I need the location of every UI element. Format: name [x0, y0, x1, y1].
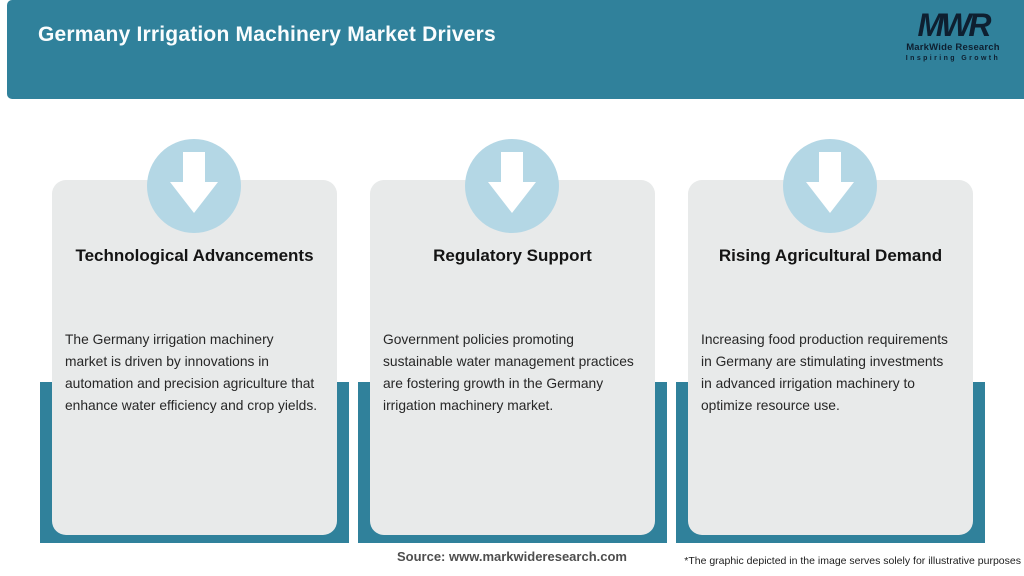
card-title: Technological Advancements — [75, 246, 314, 265]
driver-card-technological-advancements: Technological Advancements The Germany i… — [40, 139, 349, 543]
driver-card-regulatory-support: Regulatory Support Government policies p… — [358, 139, 667, 543]
card-title: Regulatory Support — [433, 246, 592, 265]
markwide-research-logo: MWR MarkWide Research Inspiring Growth — [898, 9, 1008, 62]
card-description: The Germany irrigation machinery market … — [65, 332, 318, 413]
disclaimer-text: *The graphic depicted in the image serve… — [684, 555, 1021, 567]
page-title: Germany Irrigation Machinery Market Driv… — [38, 23, 496, 46]
logo-acronym: MWR — [917, 7, 992, 43]
card-background — [688, 180, 973, 535]
card-background — [370, 180, 655, 535]
driver-card-rising-agricultural-demand: Rising Agricultural Demand Increasing fo… — [676, 139, 985, 543]
card-description: Government policies promoting sustainabl… — [383, 332, 634, 413]
card-title: Rising Agricultural Demand — [718, 246, 943, 265]
down-arrow-icon — [147, 139, 241, 233]
source-text: Source: www.markwideresearch.com — [396, 549, 627, 564]
logo-name: MarkWide Research — [906, 42, 1000, 53]
header-banner: Germany Irrigation Machinery Market Driv… — [7, 0, 1024, 99]
down-arrow-icon — [465, 139, 559, 233]
down-arrow-icon — [783, 139, 877, 233]
card-description: Increasing food production requirements … — [701, 332, 948, 413]
card-background — [52, 180, 337, 535]
logo-tagline: Inspiring Growth — [905, 54, 1001, 62]
